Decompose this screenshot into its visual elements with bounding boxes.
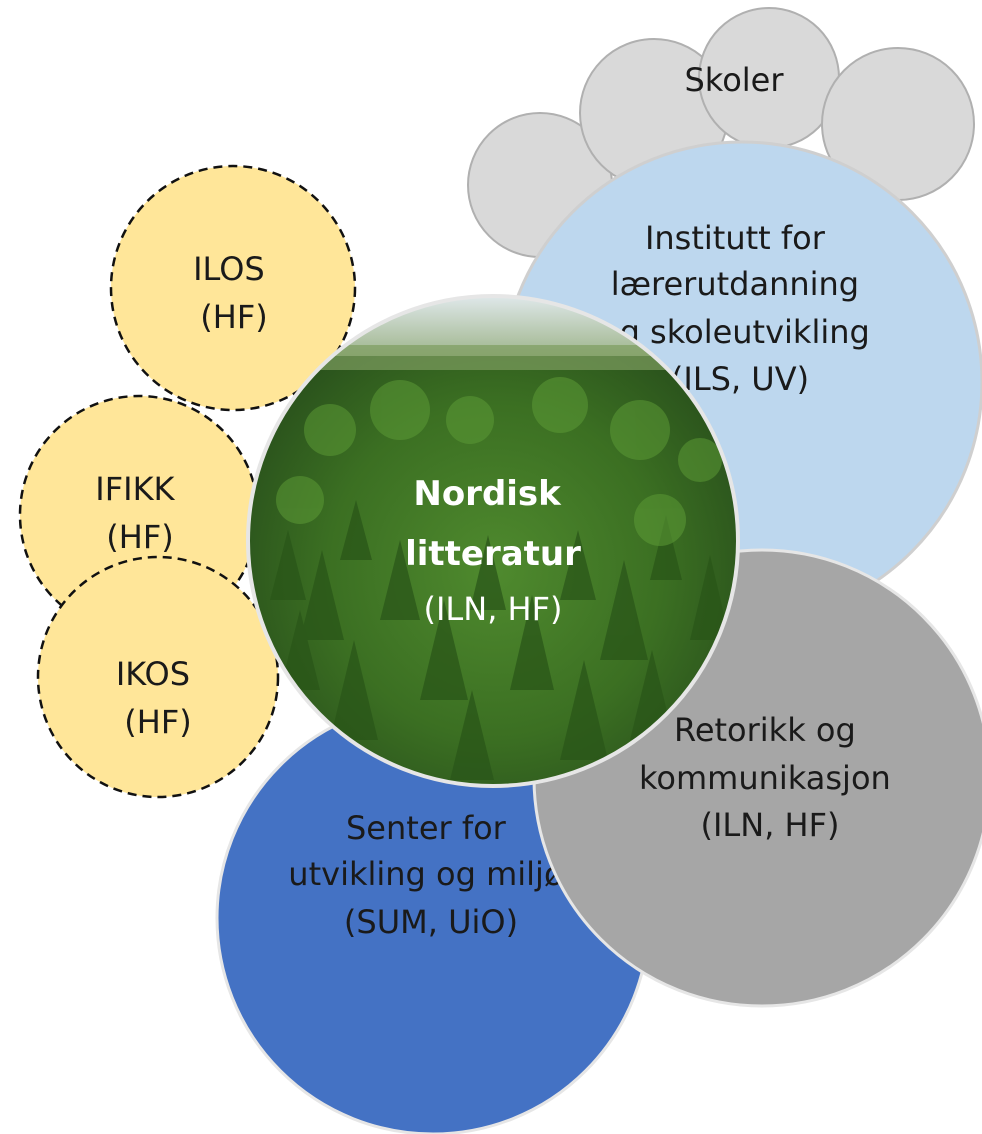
- sum-label: Senter for utvikling og miljø (SUM, UiO): [288, 809, 573, 941]
- retorikk-label: Retorikk og kommunikasjon (ILN, HF): [639, 711, 901, 844]
- ilos-label: ILOS (HF): [193, 250, 275, 336]
- ikos-circle: [36, 555, 280, 799]
- ils-label: Institutt for lærerutdanning og skoleutv…: [600, 219, 880, 398]
- ilos-circle: [109, 164, 357, 412]
- ilos-node: ILOS (HF): [109, 164, 357, 412]
- center-title: Nordisk litteratur: [405, 474, 581, 574]
- skoler-label: Skoler: [684, 61, 784, 99]
- center-subtitle: (ILN, HF): [424, 590, 563, 628]
- ikos-label: IKOS (HF): [116, 655, 200, 741]
- center-circle-border: [246, 294, 740, 788]
- ifikk-label: IFIKK (HF): [95, 470, 184, 556]
- ikos-node: IKOS (HF): [36, 555, 280, 799]
